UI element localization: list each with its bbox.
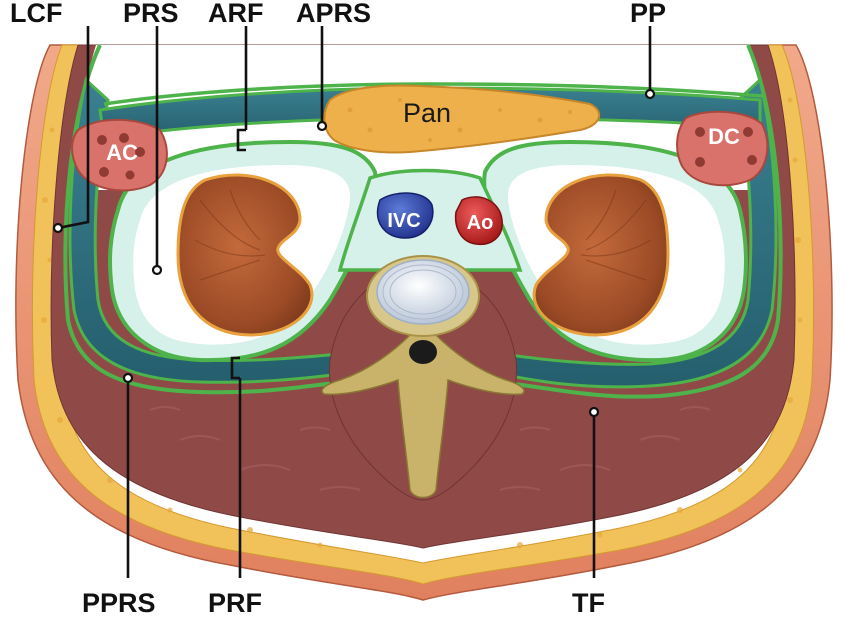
muscle-texture xyxy=(149,406,711,491)
parietal-peritoneum xyxy=(103,82,763,106)
vertebral-arch xyxy=(321,334,525,499)
label-pprs: PPRS xyxy=(82,588,156,618)
aorta-label: Ao xyxy=(467,212,494,234)
aorta-vessel xyxy=(454,196,503,246)
ascending-colon-label: AC xyxy=(106,140,138,165)
descending-colon-label: DC xyxy=(708,124,740,149)
pancreas-label: Pan xyxy=(403,98,451,128)
label-pp: PP xyxy=(630,0,666,28)
pancreas xyxy=(323,84,601,154)
right-kidney-texture xyxy=(580,189,652,281)
label-aprs: APRS xyxy=(296,0,371,28)
leader-lines xyxy=(52,26,656,578)
ascending-colon xyxy=(71,118,168,192)
pancreas-texture xyxy=(347,98,572,142)
ivc-label: IVC xyxy=(387,210,420,232)
disc-rings xyxy=(382,264,464,320)
label-arf: ARF xyxy=(208,0,264,28)
left-kidney-texture xyxy=(194,189,266,281)
label-lcf: LCF xyxy=(10,0,62,28)
label-prs: PRS xyxy=(123,0,179,28)
ascending-colon-haustra xyxy=(97,133,145,180)
ivc-vessel xyxy=(376,192,434,239)
label-prf: PRF xyxy=(208,588,262,618)
descending-colon-haustra xyxy=(695,127,757,167)
spinal-canal xyxy=(409,340,437,364)
label-tf: TF xyxy=(572,588,605,618)
fat-texture xyxy=(41,97,803,548)
fat-layer xyxy=(31,44,815,585)
